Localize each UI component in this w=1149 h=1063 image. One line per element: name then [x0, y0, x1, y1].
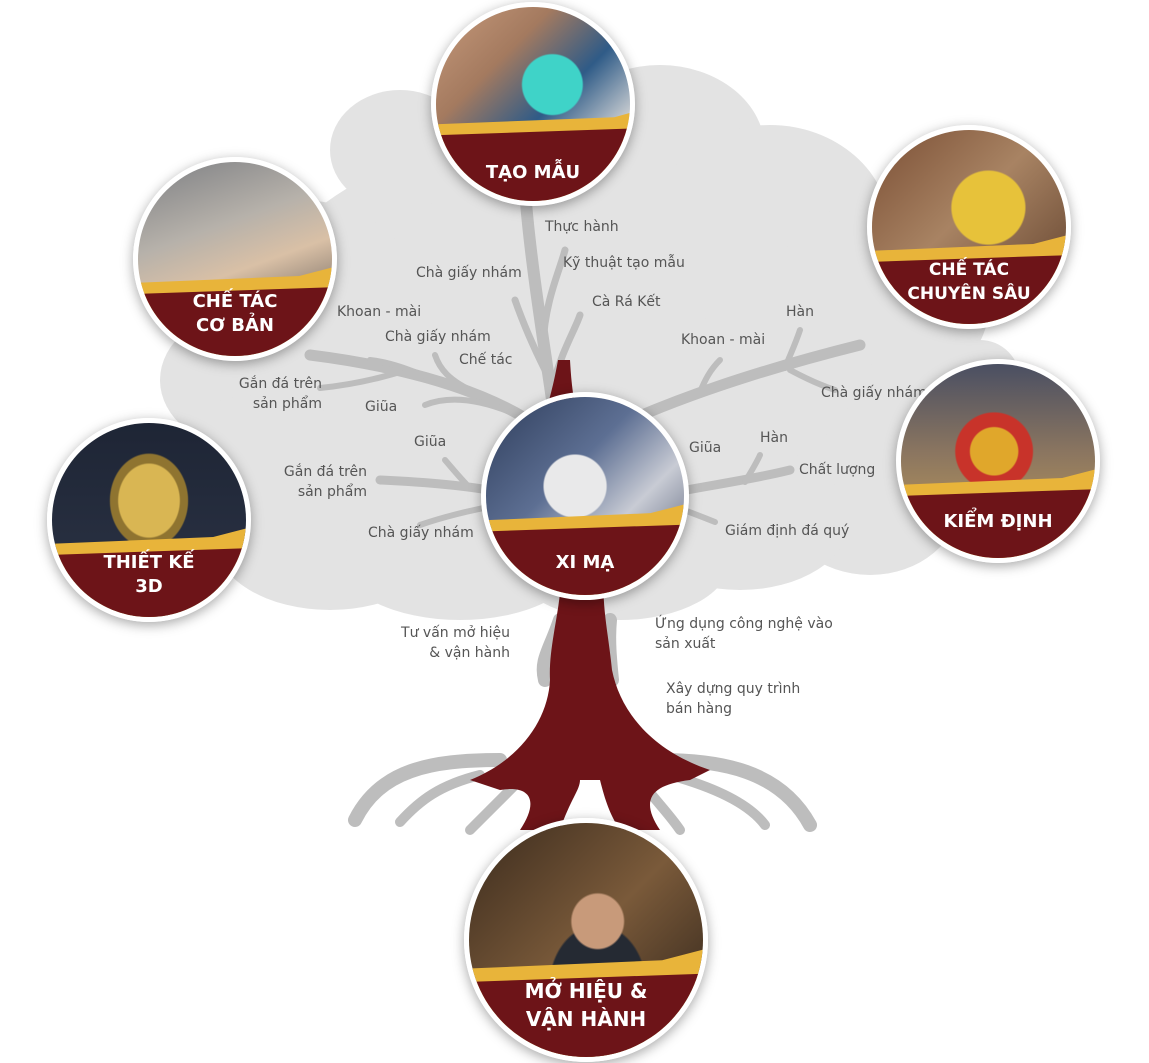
- label-gan-da: Gắn đá trên sản phẩm: [283, 464, 367, 500]
- node-title: KIỂM ĐỊNH: [943, 511, 1053, 532]
- label-giua: Giũa: [689, 440, 722, 456]
- label-giua: Giũa: [414, 434, 447, 450]
- label-ky-thuat-tao-mau: Kỹ thuật tạo mẫu: [563, 255, 685, 271]
- label-xay-dung: Xây dựng quy trình bán hàng: [666, 681, 801, 717]
- label-che-tac: Chế tác: [459, 352, 513, 368]
- mo-hieu-band: [469, 947, 703, 1057]
- label-cha-giay-nham: Chà giấy nhám: [416, 265, 522, 281]
- label-cha-giay-nham: Chà giấy nhám: [821, 385, 927, 401]
- label-chat-luong: Chất lượng: [799, 462, 876, 478]
- label-han: Hàn: [760, 430, 788, 446]
- node-thiet-ke-3d[interactable]: THIẾT KẾ 3D: [47, 418, 251, 622]
- node-title: TẠO MẪU: [485, 162, 581, 183]
- node-title: THIẾT KẾ 3D: [103, 552, 195, 597]
- node-title: CHẾ TÁC CHUYÊN SÂU: [907, 260, 1031, 304]
- label-giua: Giũa: [365, 399, 398, 415]
- node-mo-hieu-van-hanh[interactable]: MỞ HIỆU & VẬN HÀNH: [464, 818, 708, 1062]
- node-che-tac-chuyen-sau[interactable]: CHẾ TÁC CHUYÊN SÂU: [867, 125, 1071, 329]
- label-tu-van: Tư vấn mở hiệu & vận hành: [401, 625, 510, 661]
- label-gan-da: Gắn đá trên sản phẩm: [238, 376, 322, 412]
- tao-mau-band: [436, 110, 630, 201]
- label-han: Hàn: [786, 304, 814, 320]
- node-title: MỞ HIỆU & VẬN HÀNH: [524, 979, 648, 1031]
- che-tac-chuyen-sau-band: [872, 233, 1066, 324]
- label-cha-giay-nham: Chà giấy nhám: [368, 525, 474, 541]
- node-kiem-dinh[interactable]: KIỂM ĐỊNH: [896, 359, 1100, 563]
- node-tao-mau[interactable]: TẠO MẪU: [431, 2, 635, 206]
- che-tac-co-ban-band: [138, 265, 332, 356]
- node-title: CHẾ TÁC CƠ BẢN: [192, 291, 278, 336]
- label-giam-dinh-da-quy: Giám định đá quý: [725, 523, 850, 539]
- label-thuc-hanh: Thực hành: [545, 219, 619, 235]
- thiet-ke-3d-band: [52, 526, 246, 617]
- node-che-tac-co-ban[interactable]: CHẾ TÁC CƠ BẢN: [133, 157, 337, 361]
- label-khoan-mai: Khoan - mài: [681, 332, 766, 348]
- tree-trunk: [470, 560, 710, 830]
- label-khoan-mai: Khoan - mài: [337, 304, 422, 320]
- node-title: XI MẠ: [555, 552, 615, 573]
- label-cha-giay-nham: Chà giấy nhám: [385, 329, 491, 345]
- kiem-dinh-band: [901, 467, 1095, 558]
- node-xi-ma[interactable]: XI MẠ: [481, 392, 689, 600]
- label-ca-ra-ket: Cà Rá Kết: [592, 294, 661, 310]
- label-ung-dung: Ứng dụng công nghệ vào sản xuất: [655, 616, 833, 652]
- xi-ma-band: [486, 502, 684, 595]
